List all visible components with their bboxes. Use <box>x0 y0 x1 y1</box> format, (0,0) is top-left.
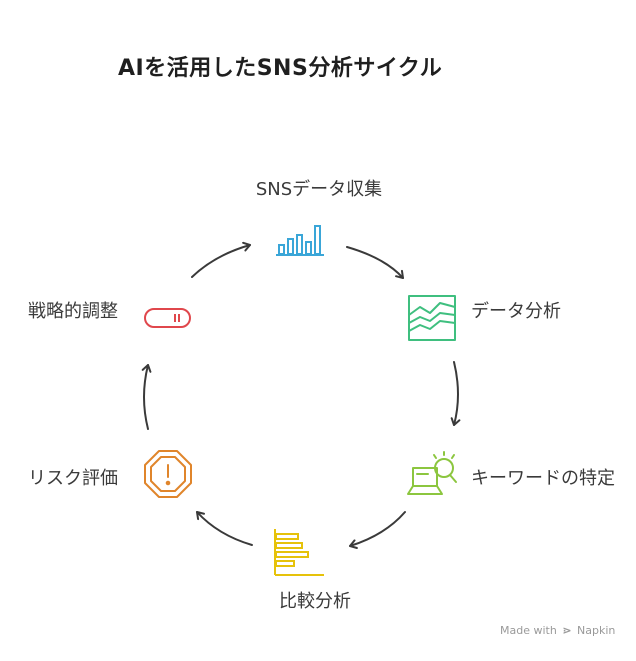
napkin-logo-icon: ⋗ <box>562 624 572 637</box>
step-label-data-analysis: データ分析 <box>471 301 561 322</box>
area-chart-icon <box>408 295 456 341</box>
step-label-strategic-adjustment: 戦略的調整 <box>28 301 118 322</box>
step-label-keyword-identification: キーワードの特定 <box>471 468 615 489</box>
horizontal-bar-chart-icon <box>274 529 324 576</box>
arrow-risk-to-strategy <box>141 364 152 430</box>
step-label-comparative-analysis: 比較分析 <box>279 591 351 612</box>
credit-brand: Napkin <box>577 624 616 637</box>
arrow-strategy-to-collect <box>191 241 251 278</box>
bar-chart-icon <box>276 225 324 256</box>
arrow-analyze-to-keyword <box>450 361 461 426</box>
credit-prefix: Made with <box>500 624 557 637</box>
diagram-title: AIを活用したSNS分析サイクル <box>118 56 443 81</box>
napkin-credit: Made with ⋗ Napkin <box>500 624 615 637</box>
warning-octagon-icon <box>144 450 192 498</box>
laptop-search-icon <box>407 451 457 495</box>
step-label-data-collection: SNSデータ収集 <box>255 179 383 200</box>
arrow-collect-to-analyze <box>346 246 404 279</box>
arrow-compare-to-risk <box>196 511 253 546</box>
toggle-switch-icon <box>144 308 191 328</box>
arrow-keyword-to-compare <box>349 511 406 550</box>
step-label-risk-assessment: リスク評価 <box>28 468 118 489</box>
